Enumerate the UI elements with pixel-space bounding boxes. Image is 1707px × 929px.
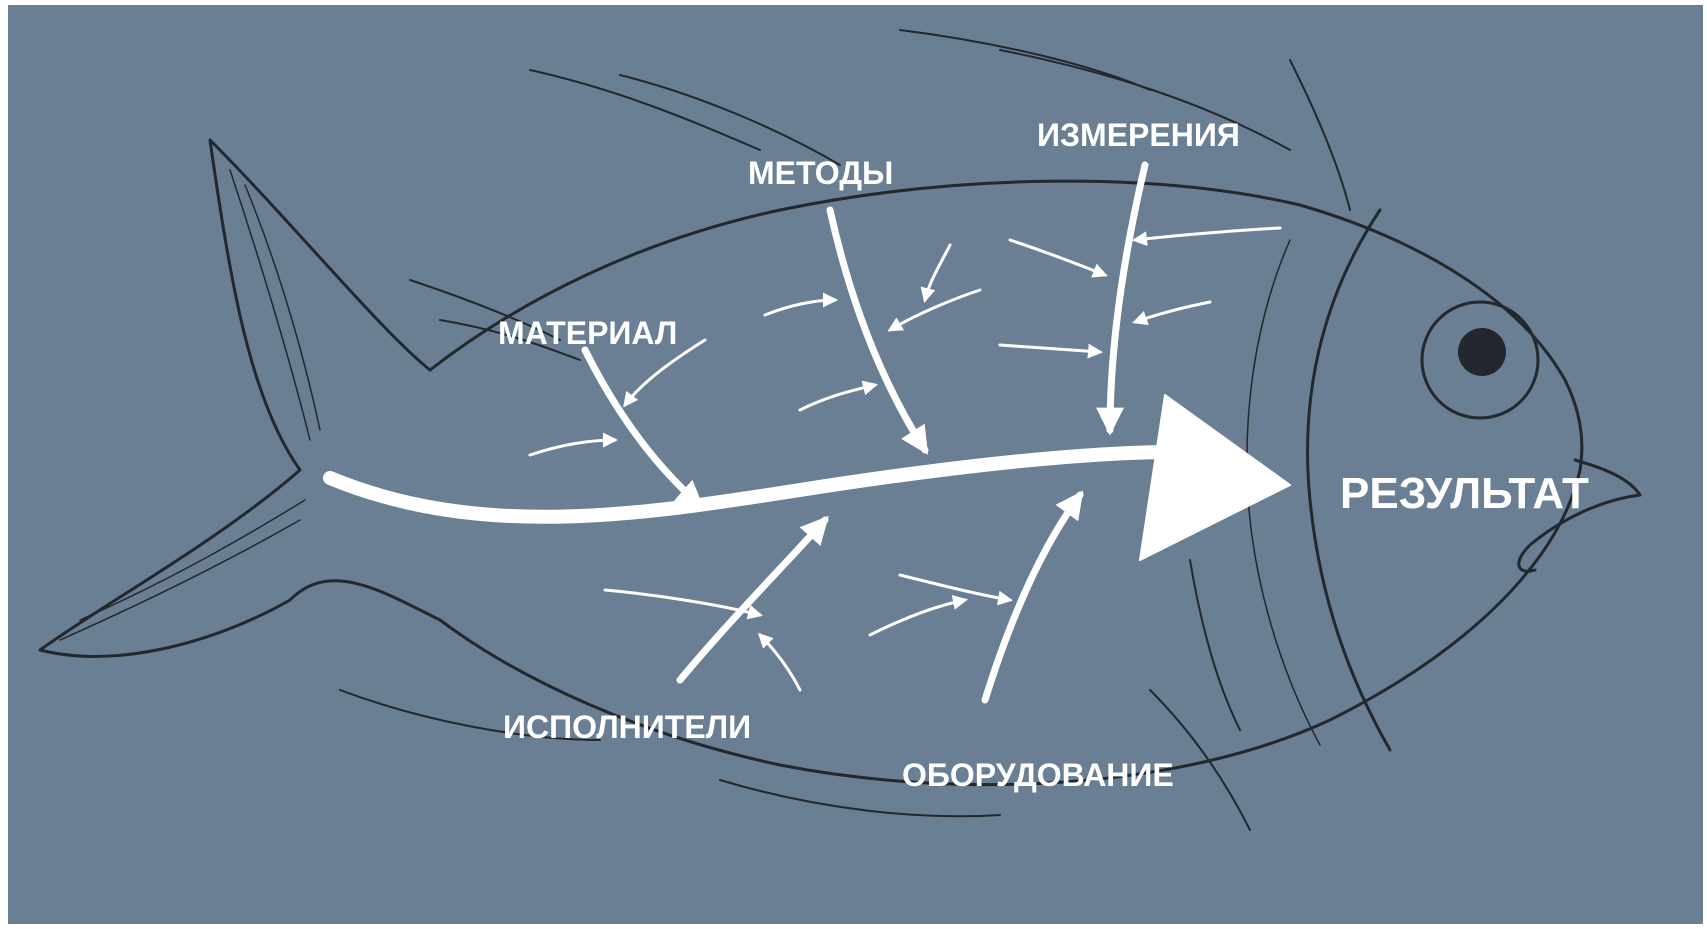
background-panel xyxy=(8,5,1703,924)
label-result: РЕЗУЛЬТАТ xyxy=(1340,469,1589,518)
label-measurements: ИЗМЕРЕНИЯ xyxy=(1037,117,1240,153)
label-equipment: ОБОРУДОВАНИЕ xyxy=(902,757,1174,793)
label-performers: ИСПОЛНИТЕЛИ xyxy=(503,709,751,745)
label-material: МАТЕРИАЛ xyxy=(498,315,677,351)
label-methods: МЕТОДЫ xyxy=(748,155,893,191)
